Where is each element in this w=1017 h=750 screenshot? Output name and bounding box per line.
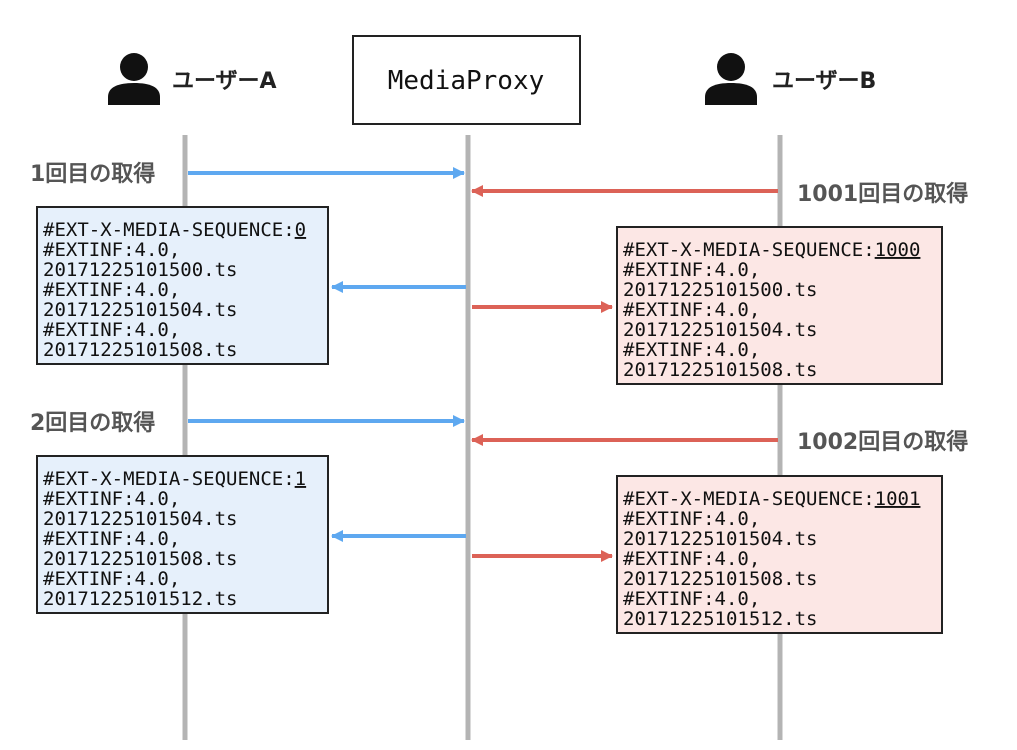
playlist-line: #EXTINF:4.0, <box>623 508 760 530</box>
playlist-line: #EXTINF:4.0, <box>623 299 760 321</box>
svg-text:#EXT-X-MEDIA-SEQUENCE:1001: #EXT-X-MEDIA-SEQUENCE:1001 #EXTINF:4.0, … <box>623 488 932 630</box>
exchange-1: 1回目の取得 1001回目の取得 #EXT-X-MEDIA-SEQUENCE:0… <box>30 161 968 385</box>
svg-text:#EXT-X-MEDIA-SEQUENCE:1: #EXT-X-MEDIA-SEQUENCE:1 #EXTINF:4.0, 201… <box>43 468 318 610</box>
svg-text:#EXT-X-MEDIA-SEQUENCE:0: #EXT-X-MEDIA-SEQUENCE:0 #EXTINF:4.0, 201… <box>43 219 318 361</box>
playlist-line: #EXTINF:4.0, <box>43 319 180 341</box>
playlist-line: #EXTINF:4.0, <box>43 568 180 590</box>
playlist-sequence-line: #EXT-X-MEDIA-SEQUENCE:1 <box>43 468 306 490</box>
request-label-user-b: 1001回目の取得 <box>797 181 968 207</box>
sequence-number: 1001 <box>875 488 921 510</box>
svg-text:#EXT-X-MEDIA-SEQUENCE:1000: #EXT-X-MEDIA-SEQUENCE:1000 #EXTINF:4.0, … <box>623 239 932 381</box>
actor-name-user-b: ユーザーB <box>772 69 876 94</box>
person-icon <box>705 53 757 105</box>
playlist-line: #EXTINF:4.0, <box>43 279 180 301</box>
playlist-line: 20171225101504.ts <box>43 508 237 530</box>
playlist-sequence-line: #EXT-X-MEDIA-SEQUENCE:1001 <box>623 488 920 510</box>
actor-user-a: ユーザーA <box>108 53 277 105</box>
sequence-number: 1 <box>295 468 306 490</box>
playlist-sequence-line: #EXT-X-MEDIA-SEQUENCE:1000 <box>623 239 920 261</box>
actor-mediaproxy: MediaProxy <box>352 35 581 125</box>
playlist-box-user-b: #EXT-X-MEDIA-SEQUENCE:1001 #EXTINF:4.0, … <box>616 475 943 634</box>
sequence-number: 1000 <box>875 239 921 261</box>
playlist-line: #EXTINF:4.0, <box>623 588 760 610</box>
actor-name-mediaproxy: MediaProxy <box>388 66 545 96</box>
playlist-box-user-b: #EXT-X-MEDIA-SEQUENCE:1000 #EXTINF:4.0, … <box>616 226 943 385</box>
playlist-line: 20171225101508.ts <box>43 339 237 361</box>
playlist-line: #EXTINF:4.0, <box>43 528 180 550</box>
playlist-line: 20171225101508.ts <box>43 548 237 570</box>
playlist-line: #EXTINF:4.0, <box>43 239 180 261</box>
playlist-line: #EXTINF:4.0, <box>43 488 180 510</box>
playlist-line: 20171225101504.ts <box>623 528 817 550</box>
playlist-line: #EXTINF:4.0, <box>623 548 760 570</box>
mediaproxy-box <box>352 35 581 125</box>
request-label-user-a: 2回目の取得 <box>30 410 155 436</box>
actor-name-user-a: ユーザーA <box>172 69 277 94</box>
playlist-line: 20171225101504.ts <box>43 299 237 321</box>
sequence-number: 0 <box>295 219 306 241</box>
playlist-box-user-a: #EXT-X-MEDIA-SEQUENCE:1 #EXTINF:4.0, 201… <box>36 455 329 614</box>
request-label-user-a: 1回目の取得 <box>30 161 155 187</box>
playlist-line: #EXTINF:4.0, <box>623 339 760 361</box>
exchange-2: 2回目の取得 1002回目の取得 #EXT-X-MEDIA-SEQUENCE:1… <box>30 410 968 634</box>
playlist-line: #EXTINF:4.0, <box>623 259 760 281</box>
playlist-line: 20171225101500.ts <box>43 259 237 281</box>
playlist-line: 20171225101500.ts <box>623 279 817 301</box>
playlist-box-user-a: #EXT-X-MEDIA-SEQUENCE:0 #EXTINF:4.0, 201… <box>36 206 329 365</box>
request-label-user-b: 1002回目の取得 <box>797 429 968 455</box>
person-icon <box>108 53 160 105</box>
playlist-line: 20171225101504.ts <box>623 319 817 341</box>
playlist-sequence-line: #EXT-X-MEDIA-SEQUENCE:0 <box>43 219 306 241</box>
actor-user-b: ユーザーB <box>705 53 876 105</box>
playlist-line: 20171225101508.ts <box>623 359 817 381</box>
playlist-line: 20171225101508.ts <box>623 568 817 590</box>
playlist-line: 20171225101512.ts <box>623 608 817 630</box>
playlist-line: 20171225101512.ts <box>43 588 237 610</box>
